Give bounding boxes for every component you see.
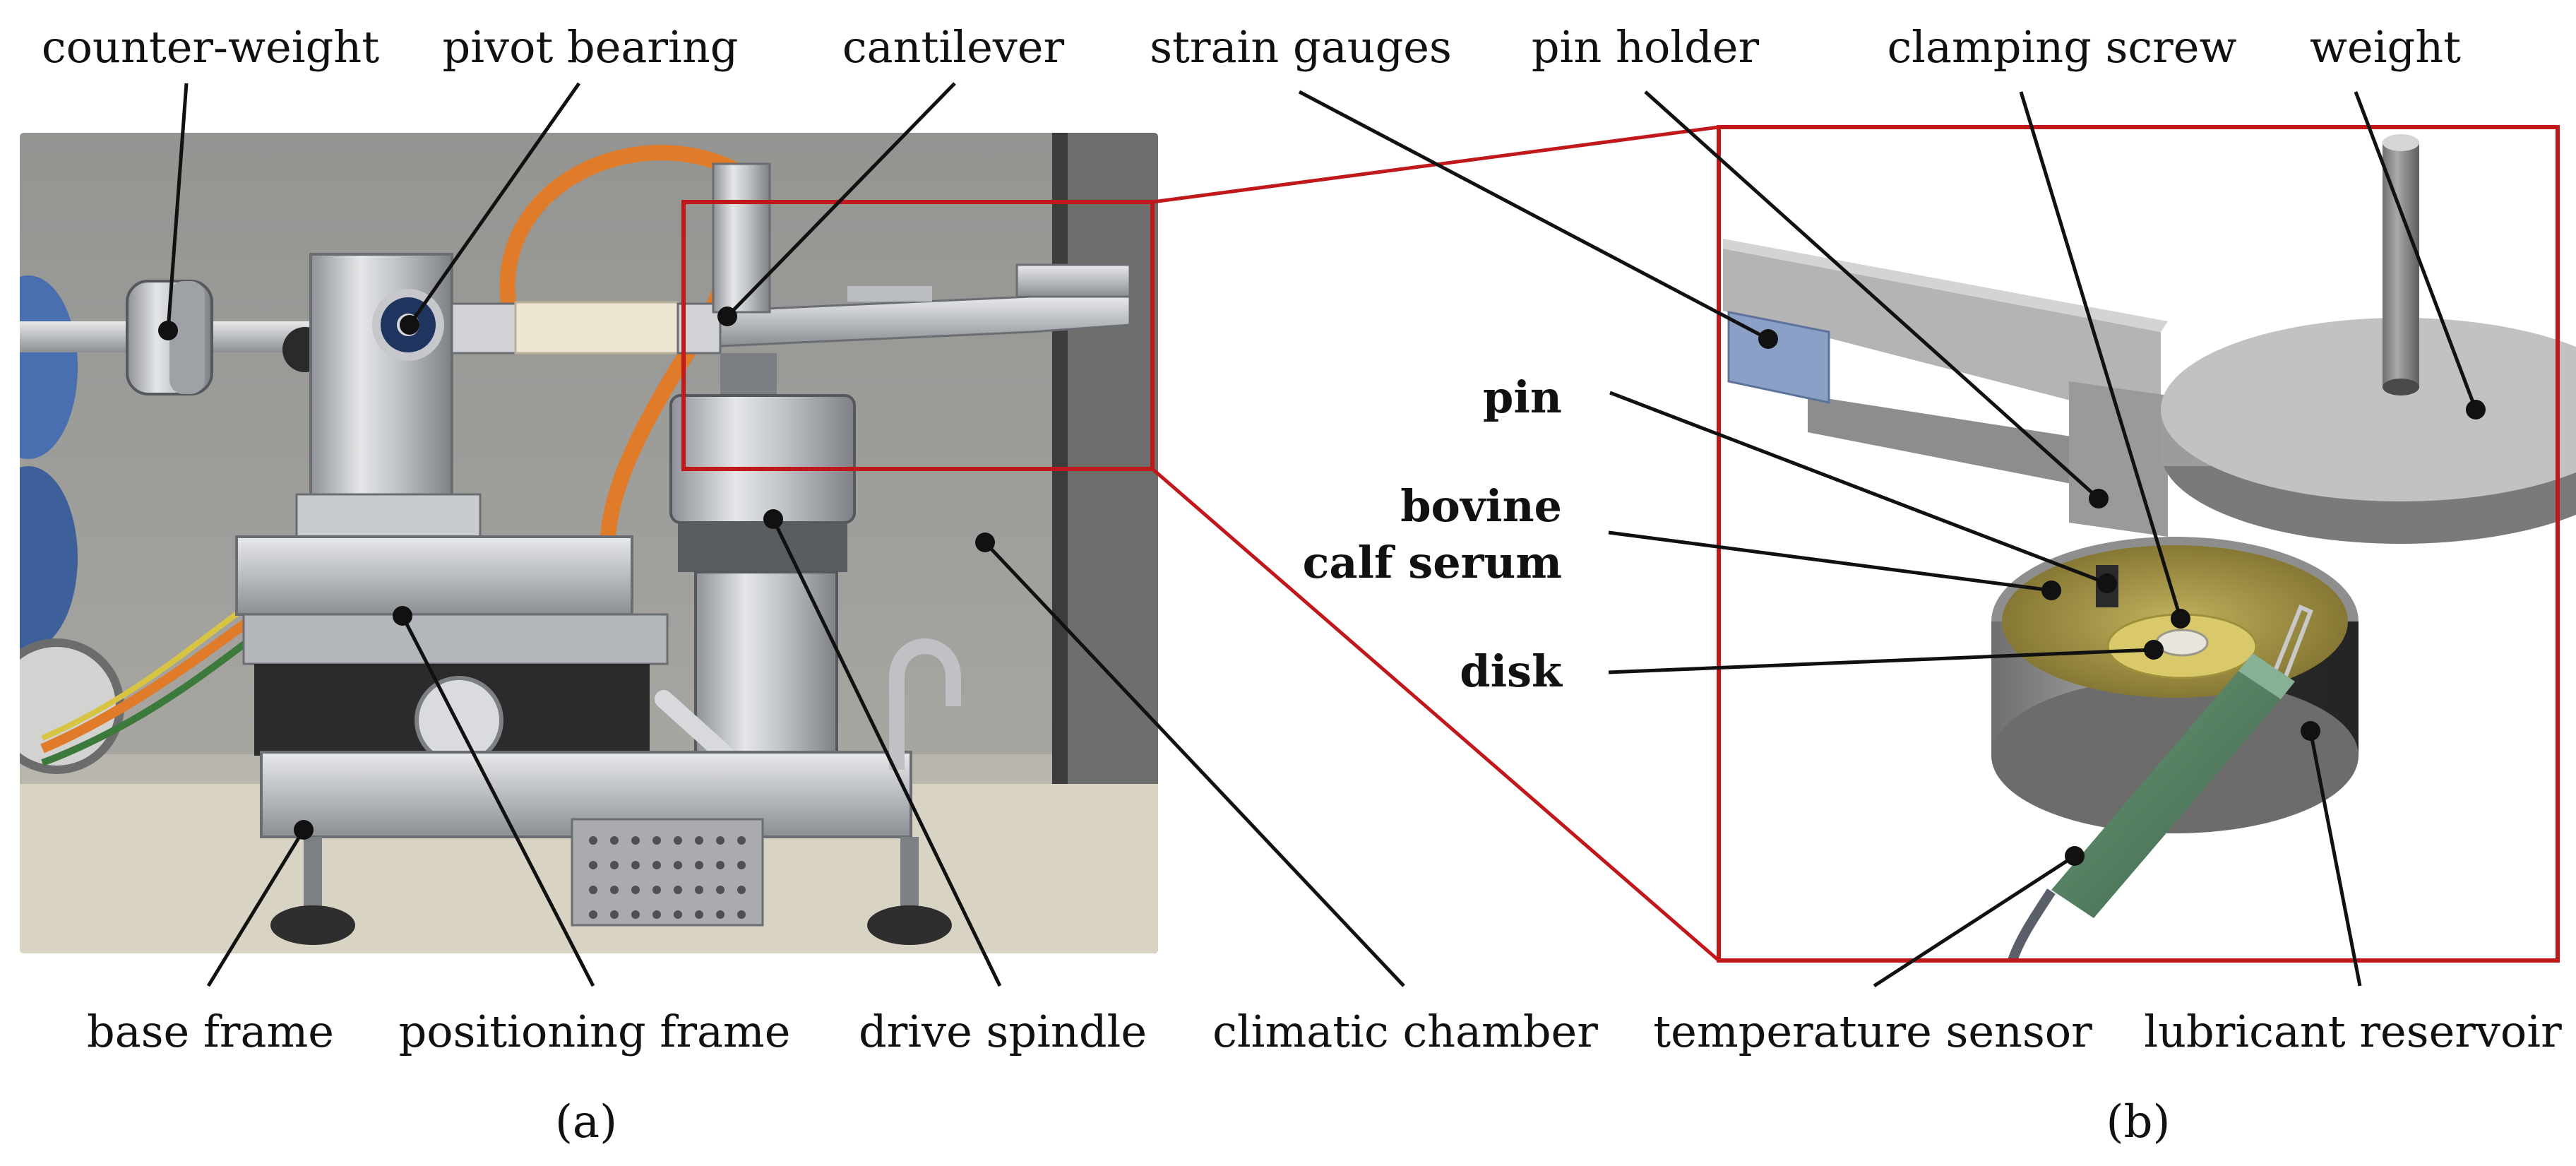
caption-a: (a): [555, 1096, 617, 1148]
label-temperature-sensor: temperature sensor: [1653, 1006, 2092, 1057]
strain-gauge-sleeve: [514, 301, 679, 355]
render-temperature-sensor: [2051, 671, 2281, 918]
render-clamping-screw: [2155, 629, 2209, 657]
label-drive-spindle: drive spindle: [859, 1006, 1147, 1057]
render-cantilever: [1723, 249, 2161, 424]
label-clamping-screw: clamping screw: [1887, 21, 2236, 73]
pivot-block: [309, 253, 453, 503]
label-weight: weight: [2310, 21, 2461, 73]
label-pin: pin: [1483, 371, 1562, 423]
zoom-detail-frame: [1717, 125, 2560, 963]
label-positioning-frame: positioning frame: [399, 1006, 791, 1057]
label-pin-holder: pin holder: [1532, 21, 1760, 73]
render-strain-gauge: [1727, 311, 1830, 404]
label-disk: disk: [1460, 646, 1563, 697]
label-strain-gauges: strain gauges: [1150, 21, 1452, 73]
label-lubricant-reservoir: lubricant reservoir: [2144, 1006, 2562, 1057]
label-bovine: bovine: [1400, 480, 1562, 532]
label-pivot-bearing: pivot bearing: [443, 21, 739, 73]
label-cantilever: cantilever: [842, 21, 1065, 73]
positioning-frame-part: [235, 535, 633, 616]
zoom-connector-bottom: [1151, 468, 1720, 962]
label-counter-weight: counter-weight: [42, 21, 379, 73]
label-base-frame: base frame: [87, 1006, 334, 1057]
label-calf-serum: calf serum: [1303, 537, 1562, 588]
render-panel-b: [1719, 127, 2576, 963]
photo-panel-a: [20, 133, 1158, 953]
zoom-region-frame: [681, 200, 1155, 471]
label-climatic-chamber: climatic chamber: [1212, 1006, 1598, 1057]
caption-b: (b): [2106, 1096, 2171, 1148]
chuck-part: [669, 394, 856, 524]
leader-lines: [158, 82, 2486, 988]
